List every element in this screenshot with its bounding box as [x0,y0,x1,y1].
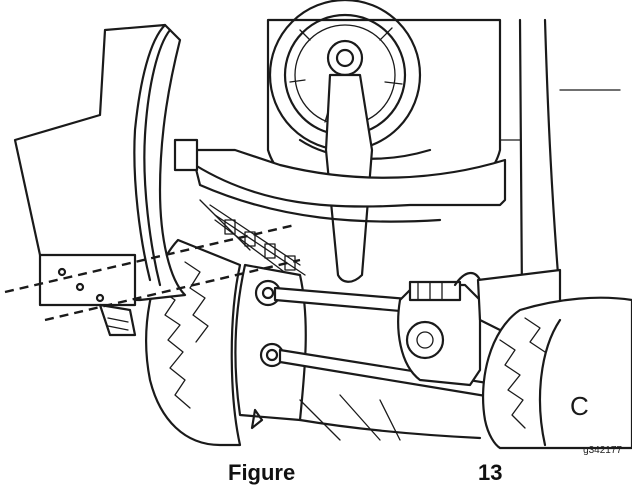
illustration: C [4,0,632,450]
figure-caption-word: Figure [228,460,296,485]
mower-rear-flap-diagram: C [4,0,632,450]
figure-caption-number: 13 [478,460,503,485]
deck-frame [173,138,507,281]
wheel-letter: C [570,391,589,421]
alignment-lines [4,223,301,322]
right-wall [499,18,621,302]
lower-deck-lines [298,394,482,441]
reference-code: g342177 [583,445,622,456]
rear-flap [13,23,187,337]
right-wheel: C [481,296,632,450]
hinge-slots [214,214,306,276]
gearbox [397,272,482,387]
